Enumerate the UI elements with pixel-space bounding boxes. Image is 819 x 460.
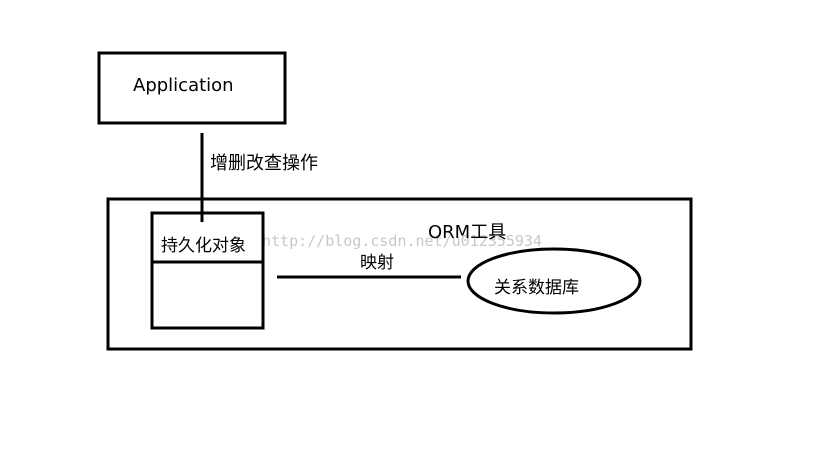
crud-operations-label: 增删改查操作 — [210, 153, 318, 174]
relational-database-label: 关系数据库 — [494, 278, 579, 298]
persistent-object-label: 持久化对象 — [161, 236, 246, 256]
watermark-text: http://blog.csdn.net/u012355934 — [262, 232, 542, 250]
application-box — [97, 51, 287, 125]
mapping-label: 映射 — [360, 253, 394, 273]
application-label: Application — [133, 75, 234, 96]
relational-database-ellipse — [466, 247, 642, 315]
orm-tool-label: ORM工具 — [428, 222, 506, 243]
persistent-object-box — [150, 211, 265, 330]
orm-tool-container — [106, 197, 693, 351]
